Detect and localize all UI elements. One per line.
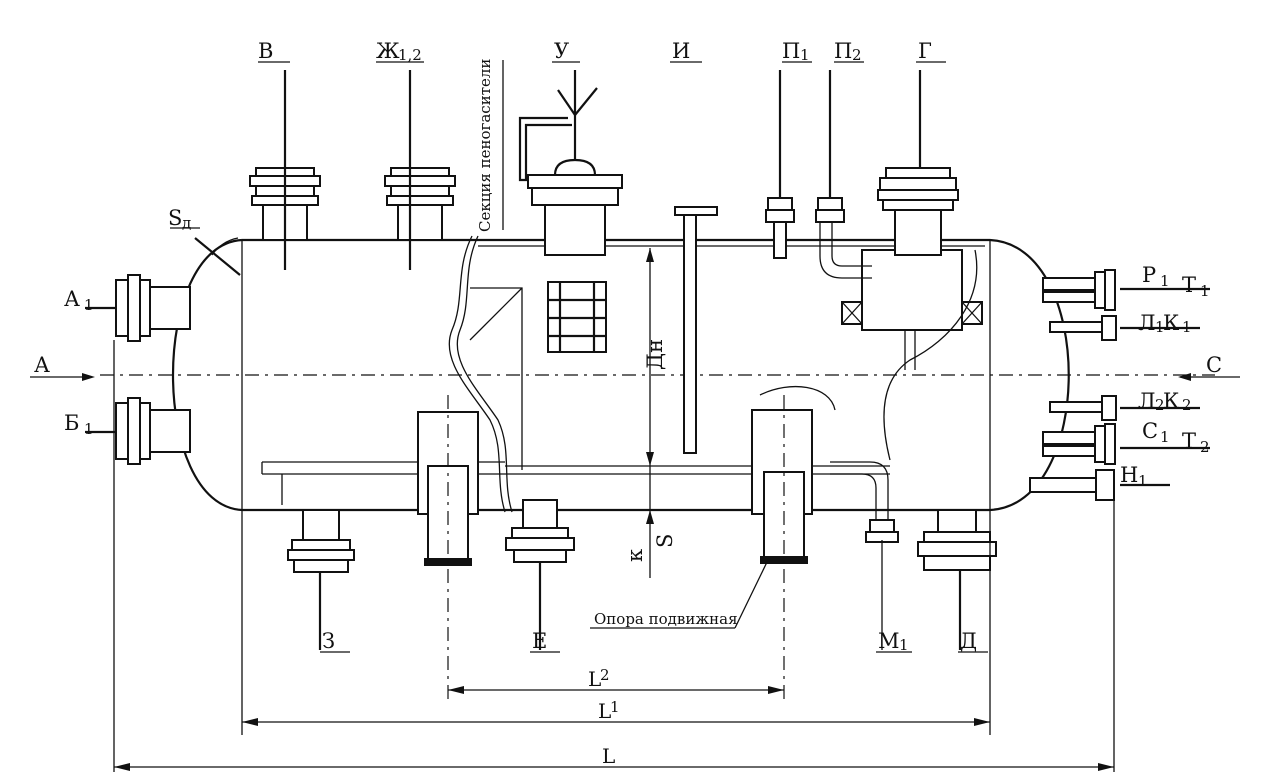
nozzle-E1 (505, 499, 575, 650)
dim-L1 (242, 718, 990, 726)
label-S-wall-sub: д (182, 214, 191, 232)
label-L1K1-a: 1 (1155, 318, 1165, 336)
nozzle-V (249, 70, 321, 270)
label-E1: Е (532, 629, 547, 653)
label-R1: Р (1142, 263, 1156, 287)
label-Zh: Ж (376, 39, 400, 63)
label-D1: Д (960, 629, 977, 653)
label-support: Опора подвижная (594, 610, 738, 628)
label-L1K1: Л (1138, 311, 1156, 335)
label-T2-sub: 2 (1200, 438, 1210, 456)
pipe-M1-route (830, 461, 899, 543)
sd-leader (194, 237, 241, 276)
label-C1-sub: 1 (1160, 428, 1170, 446)
label-L2K2-a: 2 (1155, 396, 1165, 414)
nozzle-B1 (85, 397, 191, 465)
internal-box-right (841, 249, 983, 461)
nozzle-Zh (384, 70, 456, 270)
label-P1-sub: 1 (800, 46, 810, 64)
nozzles-right (1029, 269, 1210, 501)
label-B1-sub: 1 (84, 420, 94, 438)
dim-L2 (448, 686, 784, 694)
label-V: В (258, 39, 273, 63)
label-P2: П (834, 39, 852, 63)
label-T2: Т (1182, 429, 1196, 453)
sd-arc (211, 237, 239, 256)
label-L2-sub: 2 (600, 666, 610, 684)
nozzle-G (877, 70, 959, 256)
label-T1: Т (1182, 273, 1196, 297)
support-label-leader (734, 559, 769, 629)
label-M1: М (878, 629, 900, 653)
label-L2: L (588, 667, 601, 691)
label-P2-sub: 2 (852, 46, 862, 64)
label-S: S (653, 534, 677, 548)
label-M1-sub: 1 (899, 636, 909, 654)
nozzle-U (518, 70, 623, 256)
label-L1K1-b: К (1163, 311, 1179, 335)
label-A1: А (64, 287, 80, 311)
support-left (417, 395, 479, 700)
label-Zh-sub: 1,2 (398, 46, 422, 64)
label-N1: Н (1120, 463, 1138, 487)
label-T1-sub: 1 (1200, 282, 1210, 300)
label-R1-sub: 1 (1160, 272, 1170, 290)
label-L1-dim: L (598, 699, 611, 723)
label-A1-sub: 1 (84, 296, 94, 314)
label-section: Секция пеногасители (476, 59, 494, 232)
label-L: L (602, 744, 615, 768)
label-L1-dim-sub: 1 (610, 698, 620, 716)
cut-outline-center (759, 385, 836, 411)
label-L1K1-c: 1 (1182, 318, 1192, 336)
label-B1: Б (64, 411, 79, 435)
nozzle-P1 (765, 70, 795, 259)
label-L2K2-c: 2 (1182, 396, 1192, 414)
label-S-wall: S (168, 206, 182, 230)
label-U: У (554, 39, 569, 63)
nozzle-A1 (85, 274, 191, 342)
vessel-shell (100, 238, 1215, 512)
support-right-movable (751, 395, 813, 700)
nozzle-P2 (815, 70, 872, 279)
flow-arrow-C (1178, 373, 1240, 381)
nozzle-D1 (917, 509, 997, 650)
label-L2K2: Л (1138, 389, 1156, 413)
pipe-I (674, 206, 718, 454)
label-N1-sub: 1 (1138, 472, 1148, 490)
label-Z1: З (322, 629, 335, 653)
label-C: С (1206, 353, 1222, 377)
label-K: к (623, 549, 647, 562)
nozzle-Z1 (287, 509, 355, 650)
foam-section-grid (547, 281, 607, 353)
label-A: А (34, 353, 50, 377)
label-I: И (672, 39, 690, 63)
flow-arrow-A (30, 373, 95, 381)
label-L2K2-b: К (1163, 389, 1179, 413)
label-G: Г (918, 39, 932, 63)
dim-Dn (646, 248, 654, 578)
label-Dn: Дн (643, 339, 667, 370)
dim-L (114, 763, 1114, 771)
label-C1: С (1142, 419, 1158, 443)
label-P1: П (782, 39, 800, 63)
